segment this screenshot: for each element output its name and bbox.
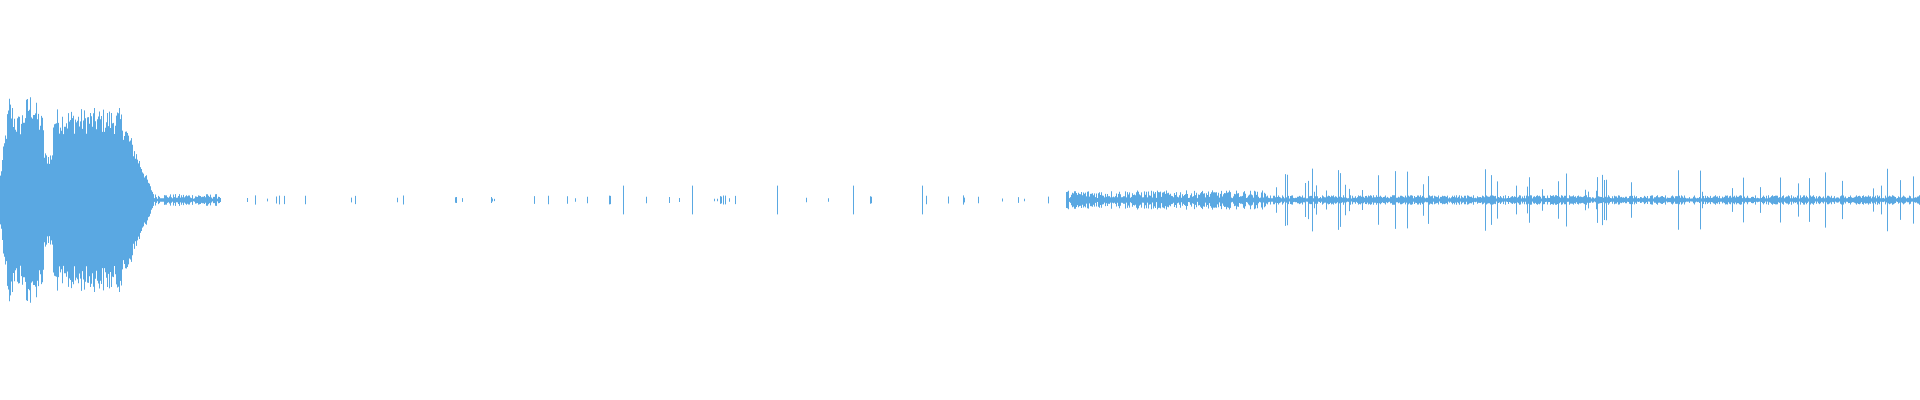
- waveform-bars: [0, 97, 1920, 303]
